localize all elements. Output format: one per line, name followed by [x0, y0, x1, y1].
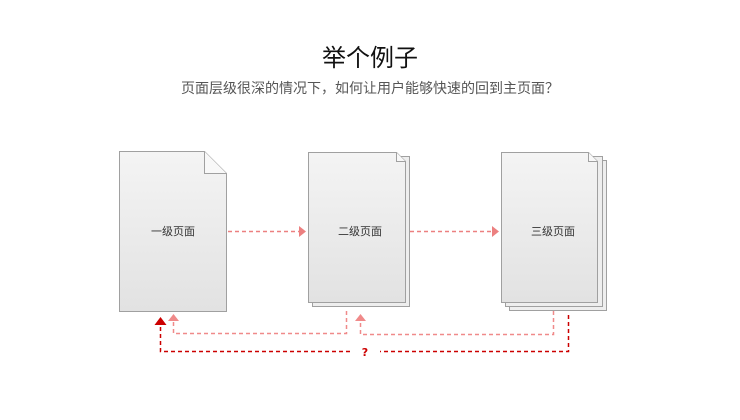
- page-level-2-label: 二级页面: [338, 225, 382, 238]
- page-level-3-label: 三级页面: [531, 225, 575, 238]
- page-level-1-label: 一级页面: [151, 225, 195, 238]
- home-arrow-3-to-1: ?: [154, 315, 570, 359]
- forward-arrow-2-to-3: [410, 226, 499, 237]
- slide-subtitle: 页面层级很深的情况下，如何让用户能够快速的回到主页面？: [181, 81, 559, 97]
- return-arrow-3-to-2: [355, 311, 555, 336]
- forward-arrow-1-to-2: [228, 226, 306, 237]
- slide-title: 举个例子: [322, 44, 418, 72]
- page-level-3: 三级页面: [501, 152, 607, 311]
- page-level-1: 一级页面: [119, 151, 227, 312]
- return-arrow-2-to-1: [168, 311, 348, 335]
- page-level-2: 二级页面: [308, 152, 410, 307]
- question-mark-label: ?: [362, 346, 368, 359]
